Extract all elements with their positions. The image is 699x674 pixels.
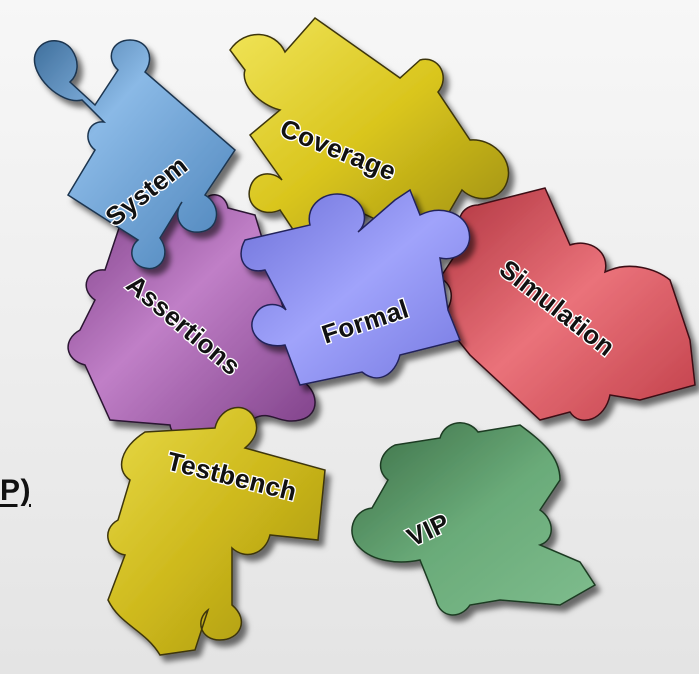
puzzle-piece-icon (33, 39, 236, 270)
puzzle-piece-vip (351, 422, 597, 616)
puzzle-piece-icon (438, 187, 696, 422)
puzzle-piece-icon (229, 16, 510, 246)
puzzle-piece-icon (240, 188, 471, 386)
slide-heading-fragment: P) (0, 474, 31, 507)
puzzle-piece-coverage (229, 16, 510, 246)
puzzle-piece-icon (107, 406, 326, 656)
puzzle-piece-icon (351, 422, 597, 616)
puzzle-piece-simulation (438, 187, 696, 422)
puzzle-piece-system (33, 39, 236, 270)
puzzle-piece-testbench (107, 406, 326, 656)
puzzle-piece-formal (240, 188, 471, 386)
